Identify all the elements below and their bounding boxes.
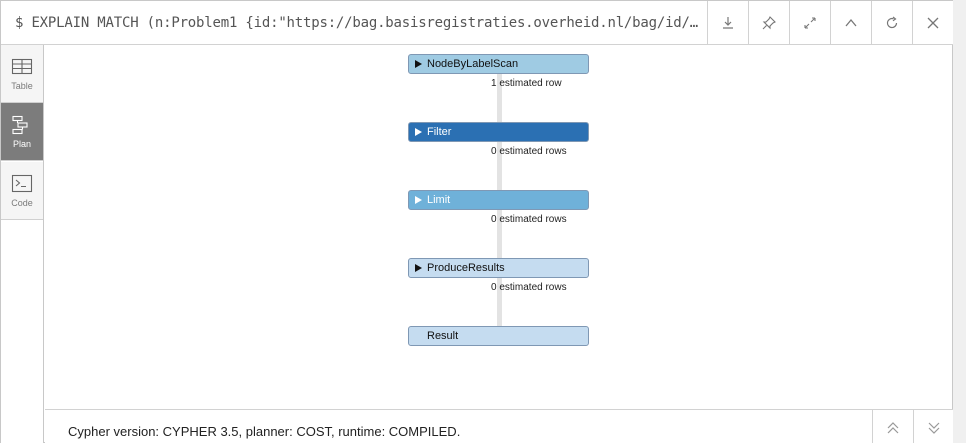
view-sidebar: Table Plan Code <box>1 45 44 443</box>
operator-estimate: 0 estimated rows <box>491 282 567 293</box>
collapse-up-icon <box>845 18 857 27</box>
collapse-button[interactable] <box>830 1 871 45</box>
tab-table-label: Table <box>11 81 33 91</box>
operator-filter[interactable]: Filter <box>408 122 589 142</box>
scroll-up-icon <box>887 421 899 433</box>
fullscreen-button[interactable] <box>789 1 830 45</box>
pin-icon <box>762 16 776 30</box>
tab-table[interactable]: Table <box>1 45 43 103</box>
query-plan: NodeByLabelScan 1 estimated row Filter 0… <box>45 46 953 409</box>
scroll-down-icon <box>928 422 940 434</box>
query-text[interactable]: $ EXPLAIN MATCH (n:Problem1 {id:"https:/… <box>15 15 705 31</box>
download-button[interactable] <box>707 1 748 45</box>
operator-estimate: 0 estimated rows <box>491 214 567 225</box>
operator-label: ProduceResults <box>427 262 505 274</box>
close-icon <box>927 17 939 29</box>
operator-label: NodeByLabelScan <box>427 58 519 70</box>
expand-triangle-icon <box>415 60 422 68</box>
expand-triangle-icon <box>415 264 422 272</box>
frame-header: $ EXPLAIN MATCH (n:Problem1 {id:"https:/… <box>1 1 954 45</box>
operator-limit[interactable]: Limit <box>408 190 589 210</box>
table-icon <box>11 58 33 75</box>
close-button[interactable] <box>912 1 953 45</box>
tab-plan-label: Plan <box>12 139 31 149</box>
download-icon <box>723 17 733 29</box>
operator-label: Limit <box>427 194 451 206</box>
frame-footer: Cypher version: CYPHER 3.5, planner: COS… <box>45 409 954 443</box>
window-gutter <box>953 0 966 443</box>
tab-code[interactable]: Code <box>1 162 43 220</box>
expand-triangle-icon <box>415 196 422 204</box>
operator-estimate: 0 estimated rows <box>491 146 567 157</box>
plan-icon <box>12 115 28 135</box>
tab-code-label: Code <box>11 198 33 208</box>
code-icon <box>11 174 33 193</box>
operator-label: Filter <box>427 126 452 138</box>
operator-label: Result <box>427 330 459 342</box>
operator-estimate: 1 estimated row <box>491 78 562 89</box>
scroll-down-button[interactable] <box>913 410 954 443</box>
operator-nodebylabelscan[interactable]: NodeByLabelScan <box>408 54 589 74</box>
rerun-button[interactable] <box>871 1 912 45</box>
rerun-icon <box>886 16 898 29</box>
expand-triangle-icon <box>415 128 422 136</box>
pin-button[interactable] <box>748 1 789 45</box>
operator-result[interactable]: Result <box>408 326 589 346</box>
scroll-up-button[interactable] <box>872 410 913 443</box>
tab-plan[interactable]: Plan <box>1 103 43 161</box>
cypher-version-info: Cypher version: CYPHER 3.5, planner: COS… <box>68 424 461 439</box>
operator-produceresults[interactable]: ProduceResults <box>408 258 589 278</box>
expand-icon <box>804 17 816 29</box>
